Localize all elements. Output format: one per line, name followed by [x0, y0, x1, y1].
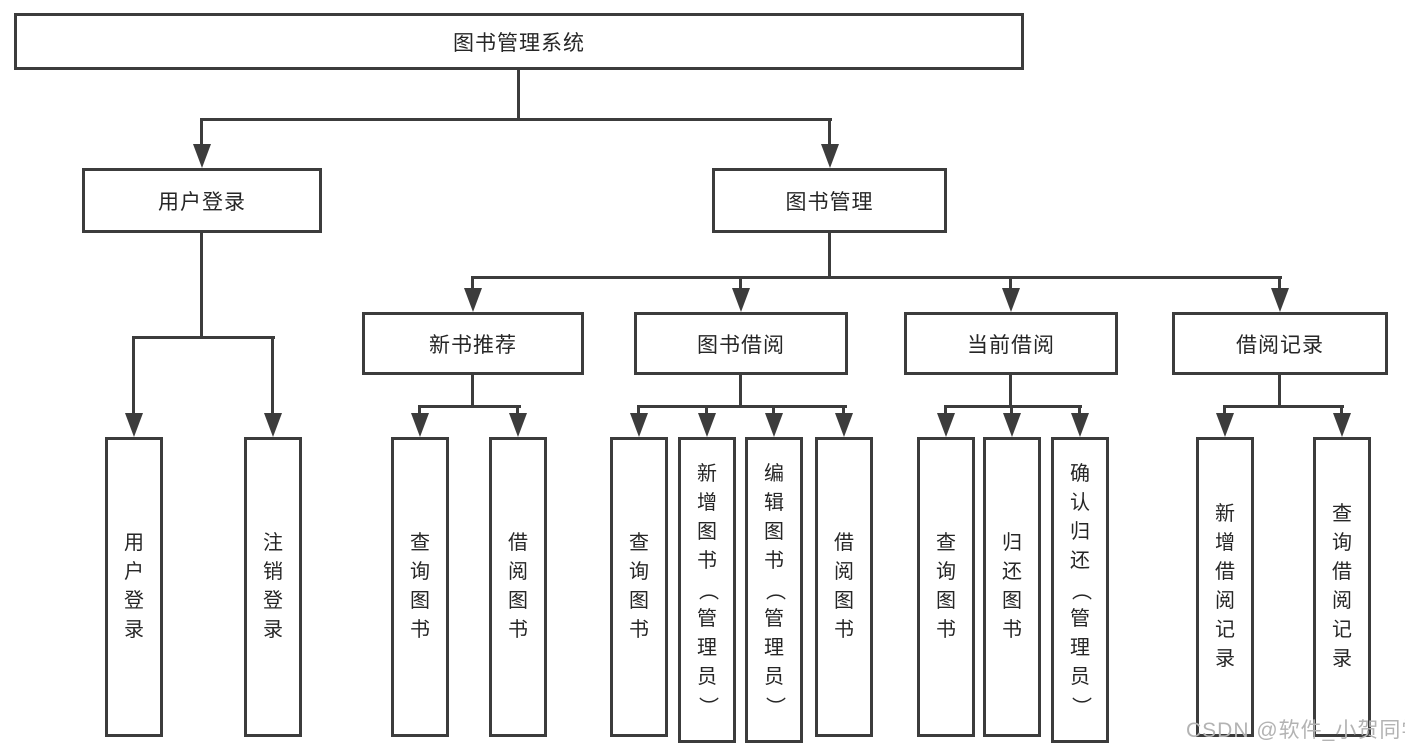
edge [471, 276, 474, 292]
branch-node-borrowing-records: 借阅记录 [1172, 312, 1388, 375]
edge [772, 405, 775, 415]
edge [471, 375, 474, 408]
edge [828, 118, 831, 146]
arrowhead-down-icon [1003, 413, 1021, 437]
edge [739, 375, 742, 408]
edge [1078, 405, 1081, 415]
edge [1223, 405, 1226, 415]
edge [418, 405, 421, 415]
edge [637, 405, 847, 408]
arrowhead-down-icon [193, 144, 211, 168]
edge [1278, 276, 1281, 292]
edge [705, 405, 708, 415]
edge [842, 405, 845, 415]
arrowhead-down-icon [630, 413, 648, 437]
leaf-node-records-add-record: 新增借阅记录 [1196, 437, 1254, 737]
edge [200, 233, 203, 339]
branch-node-new-book-recommend: 新书推荐 [362, 312, 584, 375]
edge [944, 405, 947, 415]
arrowhead-down-icon [1271, 288, 1289, 312]
leaf-node-borrowing-borrow-books: 借阅图书 [815, 437, 873, 737]
arrowhead-down-icon [264, 413, 282, 437]
arrowhead-down-icon [1071, 413, 1089, 437]
edge [944, 405, 1082, 408]
arrowhead-down-icon [698, 413, 716, 437]
root-node-library-system: 图书管理系统 [14, 13, 1024, 70]
edge [516, 405, 519, 415]
edge [739, 276, 742, 292]
arrowhead-down-icon [732, 288, 750, 312]
arrowhead-down-icon [509, 413, 527, 437]
csdn-watermark: CSDN @软件_小贺同学 [1186, 719, 1405, 742]
arrowhead-down-icon [1216, 413, 1234, 437]
leaf-node-records-query-record: 查询借阅记录 [1313, 437, 1371, 737]
leaf-node-current-query-books: 查询图书 [917, 437, 975, 737]
leaf-node-user-login: 用户登录 [105, 437, 163, 737]
arrowhead-down-icon [1002, 288, 1020, 312]
edge [517, 70, 520, 120]
leaf-node-newbook-query-books: 查询图书 [391, 437, 449, 737]
edge [1278, 375, 1281, 408]
edge [1223, 405, 1344, 408]
edge [471, 276, 1282, 279]
arrowhead-down-icon [464, 288, 482, 312]
edge [1009, 276, 1012, 292]
leaf-node-newbook-borrow-books: 借阅图书 [489, 437, 547, 737]
edge [271, 336, 274, 415]
edge [200, 118, 203, 146]
branch-node-user-login: 用户登录 [82, 168, 322, 233]
leaf-node-borrowing-query-books: 查询图书 [610, 437, 668, 737]
edge [418, 405, 521, 408]
edge [200, 118, 832, 121]
leaf-node-borrowing-add-books-admin: 新增图书（管理员） [678, 437, 736, 743]
branch-node-book-borrowing: 图书借阅 [634, 312, 848, 375]
arrowhead-down-icon [835, 413, 853, 437]
edge [132, 336, 275, 339]
leaf-node-logout: 注销登录 [244, 437, 302, 737]
arrowhead-down-icon [1333, 413, 1351, 437]
leaf-node-borrowing-edit-books-admin: 编辑图书（管理员） [745, 437, 803, 743]
edge [1009, 375, 1012, 408]
edge [828, 233, 831, 279]
leaf-node-current-return-books: 归还图书 [983, 437, 1041, 737]
arrowhead-down-icon [765, 413, 783, 437]
leaf-node-current-confirm-return-admin: 确认归还（管理员） [1051, 437, 1109, 743]
edge [132, 336, 135, 415]
arrowhead-down-icon [821, 144, 839, 168]
edge [637, 405, 640, 415]
arrowhead-down-icon [125, 413, 143, 437]
edge [1340, 405, 1343, 415]
arrowhead-down-icon [937, 413, 955, 437]
arrowhead-down-icon [411, 413, 429, 437]
edge [1010, 405, 1013, 415]
branch-node-current-borrowing: 当前借阅 [904, 312, 1118, 375]
branch-node-book-management: 图书管理 [712, 168, 947, 233]
